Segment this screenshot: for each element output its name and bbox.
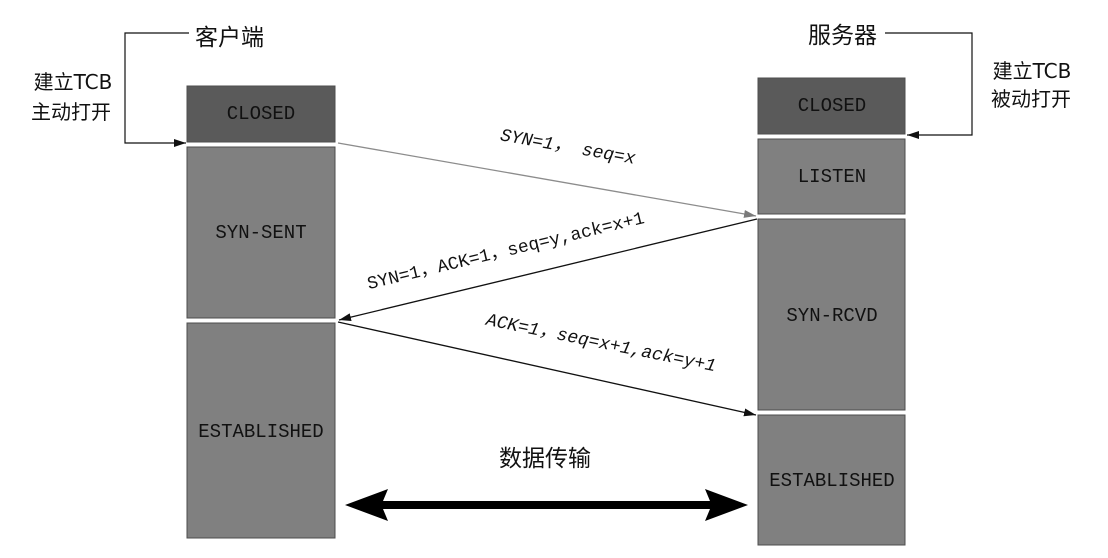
data-transfer-label: 数据传输 [499, 446, 591, 472]
server-state-established: ESTABLISHED [757, 414, 906, 546]
client-state-established-label: ESTABLISHED [198, 421, 323, 443]
server-state-listen: LISTEN [757, 138, 906, 215]
server-state-closed-label: CLOSED [798, 95, 866, 117]
server-state-syn-rcvd-label: SYN-RCVD [786, 305, 877, 327]
client-state-closed-box [186, 85, 336, 143]
client-state-established: ESTABLISHED [186, 322, 336, 539]
server-title: 服务器 [808, 23, 877, 49]
client-action-line-1: 建立TCB [34, 70, 113, 94]
message-syn: SYN=1， seq=x [337, 126, 757, 218]
server-state-closed-box [757, 77, 906, 135]
client-state-closed-label: CLOSED [227, 103, 295, 125]
client-column: 客户端 建立TCB 主动打开 CLOSED SYN-SENT ESTABLISH… [31, 25, 336, 539]
message-syn-label: SYN=1， seq=x [499, 126, 637, 169]
message-ack: ACK=1，seq=x+1,ack=y+1 [337, 311, 757, 417]
client-active-open-connector [124, 32, 189, 147]
server-state-listen-label: LISTEN [798, 166, 866, 188]
message-syn-ack-label: SYN=1，ACK=1，seq=y,ack=x+1 [365, 209, 646, 295]
message-ack-arrow [337, 321, 757, 417]
server-column: 服务器 建立TCB 被动打开 CLOSED LISTEN SYN-RCVD ES… [757, 23, 1072, 546]
client-action-line-2: 主动打开 [31, 100, 111, 124]
server-state-listen-box [757, 138, 906, 215]
server-passive-open-connector [885, 32, 973, 139]
client-state-established-box [186, 322, 336, 539]
server-action-line-2: 被动打开 [991, 87, 1071, 111]
server-state-syn-rcvd-box [757, 218, 906, 411]
server-action-line-1: 建立TCB [993, 59, 1072, 83]
message-syn-arrow [337, 142, 757, 218]
server-state-established-label: ESTABLISHED [769, 470, 894, 492]
server-state-established-box [757, 414, 906, 546]
data-transfer-double-arrow-icon [345, 489, 748, 521]
message-syn-ack: SYN=1，ACK=1，seq=y,ack=x+1 [338, 209, 758, 322]
server-state-closed: CLOSED [757, 77, 906, 135]
data-transfer: 数据传输 [345, 446, 748, 521]
client-state-closed: CLOSED [186, 85, 336, 143]
server-state-syn-rcvd: SYN-RCVD [757, 218, 906, 411]
client-state-syn-sent-label: SYN-SENT [215, 222, 306, 244]
client-state-syn-sent: SYN-SENT [186, 146, 336, 319]
message-ack-label: ACK=1，seq=x+1,ack=y+1 [483, 311, 717, 377]
client-state-syn-sent-box [186, 146, 336, 319]
client-title: 客户端 [195, 25, 264, 51]
message-syn-ack-arrow [338, 218, 758, 322]
